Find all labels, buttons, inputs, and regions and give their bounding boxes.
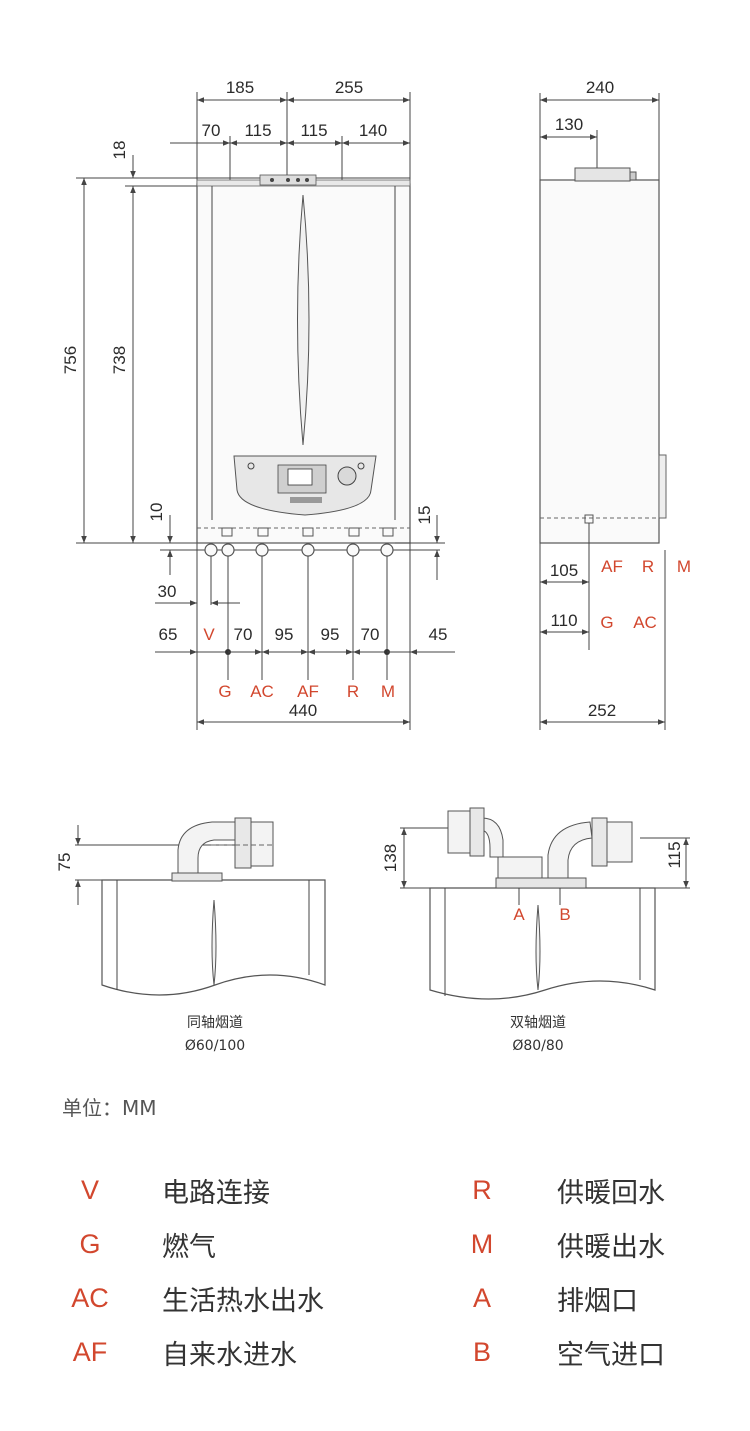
dim-75: 75 xyxy=(55,853,74,872)
side-code-m: M xyxy=(677,557,691,576)
legend-code: G xyxy=(79,1228,101,1259)
legend-name: 空气进口 xyxy=(557,1339,665,1371)
code-g: G xyxy=(218,682,231,701)
dim-70-a: 70 xyxy=(234,625,253,644)
legend-name: 供暖出水 xyxy=(557,1231,665,1263)
side-code-ac: AC xyxy=(633,613,657,632)
dim-115-b: 115 xyxy=(300,121,327,140)
dim-110: 110 xyxy=(550,611,577,630)
flue-code-b: B xyxy=(559,905,570,924)
legend-code: A xyxy=(472,1282,491,1313)
dim-185: 185 xyxy=(226,78,254,97)
dim-95-a: 95 xyxy=(275,625,294,644)
legend-code: R xyxy=(472,1174,492,1205)
legend-code: M xyxy=(470,1228,494,1259)
dim-252: 252 xyxy=(588,701,616,720)
side-code-g: G xyxy=(600,613,613,632)
dim-130: 130 xyxy=(555,115,583,134)
dim-70-top: 70 xyxy=(202,121,221,140)
coaxial-title: 同轴烟道 xyxy=(187,1015,243,1031)
legend-name: 燃气 xyxy=(162,1231,216,1263)
code-m: M xyxy=(381,682,395,701)
code-ac: AC xyxy=(250,682,274,701)
legend-name: 自来水进水 xyxy=(162,1339,297,1371)
dim-70-b: 70 xyxy=(361,625,380,644)
boiler-side-body xyxy=(539,179,660,544)
dim-738: 738 xyxy=(110,346,129,374)
side-code-af: AF xyxy=(601,557,623,576)
dim-440: 440 xyxy=(289,701,317,720)
twin-size: Ø80/80 xyxy=(512,1038,563,1054)
dim-10: 10 xyxy=(147,503,166,522)
dim-18: 18 xyxy=(110,141,129,160)
coaxial-flue: 75 同轴烟道 Ø60/100 xyxy=(55,817,326,1054)
dim-65: 65 xyxy=(159,625,178,644)
dim-756: 756 xyxy=(61,346,80,374)
code-af: AF xyxy=(297,682,319,701)
code-r: R xyxy=(347,682,359,701)
twin-flue: 138 115 A B 双轴烟道 Ø80/80 xyxy=(381,807,690,1054)
dim-115-a: 115 xyxy=(244,121,271,140)
code-v: V xyxy=(203,625,215,644)
legend-code: B xyxy=(472,1336,491,1367)
dim-95-b: 95 xyxy=(321,625,340,644)
dim-15: 15 xyxy=(415,506,434,525)
legend-name: 供暖回水 xyxy=(557,1177,665,1209)
coaxial-size: Ø60/100 xyxy=(185,1038,245,1054)
dim-255: 255 xyxy=(335,78,363,97)
dim-45: 45 xyxy=(429,625,448,644)
dim-30: 30 xyxy=(158,582,177,601)
front-view: 185 255 70 115 115 140 18 756 738 10 xyxy=(61,78,455,730)
legend-name: 排烟口 xyxy=(557,1285,638,1317)
side-code-r: R xyxy=(642,557,654,576)
dim-105: 105 xyxy=(550,561,578,580)
flue-code-a: A xyxy=(513,905,525,924)
dim-140: 140 xyxy=(359,121,387,140)
twin-title: 双轴烟道 xyxy=(510,1015,566,1031)
legend-code: V xyxy=(80,1174,99,1205)
legend-name: 电路连接 xyxy=(162,1177,270,1209)
dim-115-flue: 115 xyxy=(665,841,684,868)
dim-240: 240 xyxy=(586,78,614,97)
unit-label: 单位：MM xyxy=(62,1096,157,1120)
side-view: 240 130 105 AF R M 110 G AC 252 xyxy=(539,78,691,730)
legend-code: AF xyxy=(72,1336,108,1367)
legend-name: 生活热水出水 xyxy=(162,1285,324,1317)
dim-138: 138 xyxy=(381,844,400,872)
legend-code: AC xyxy=(71,1282,109,1313)
